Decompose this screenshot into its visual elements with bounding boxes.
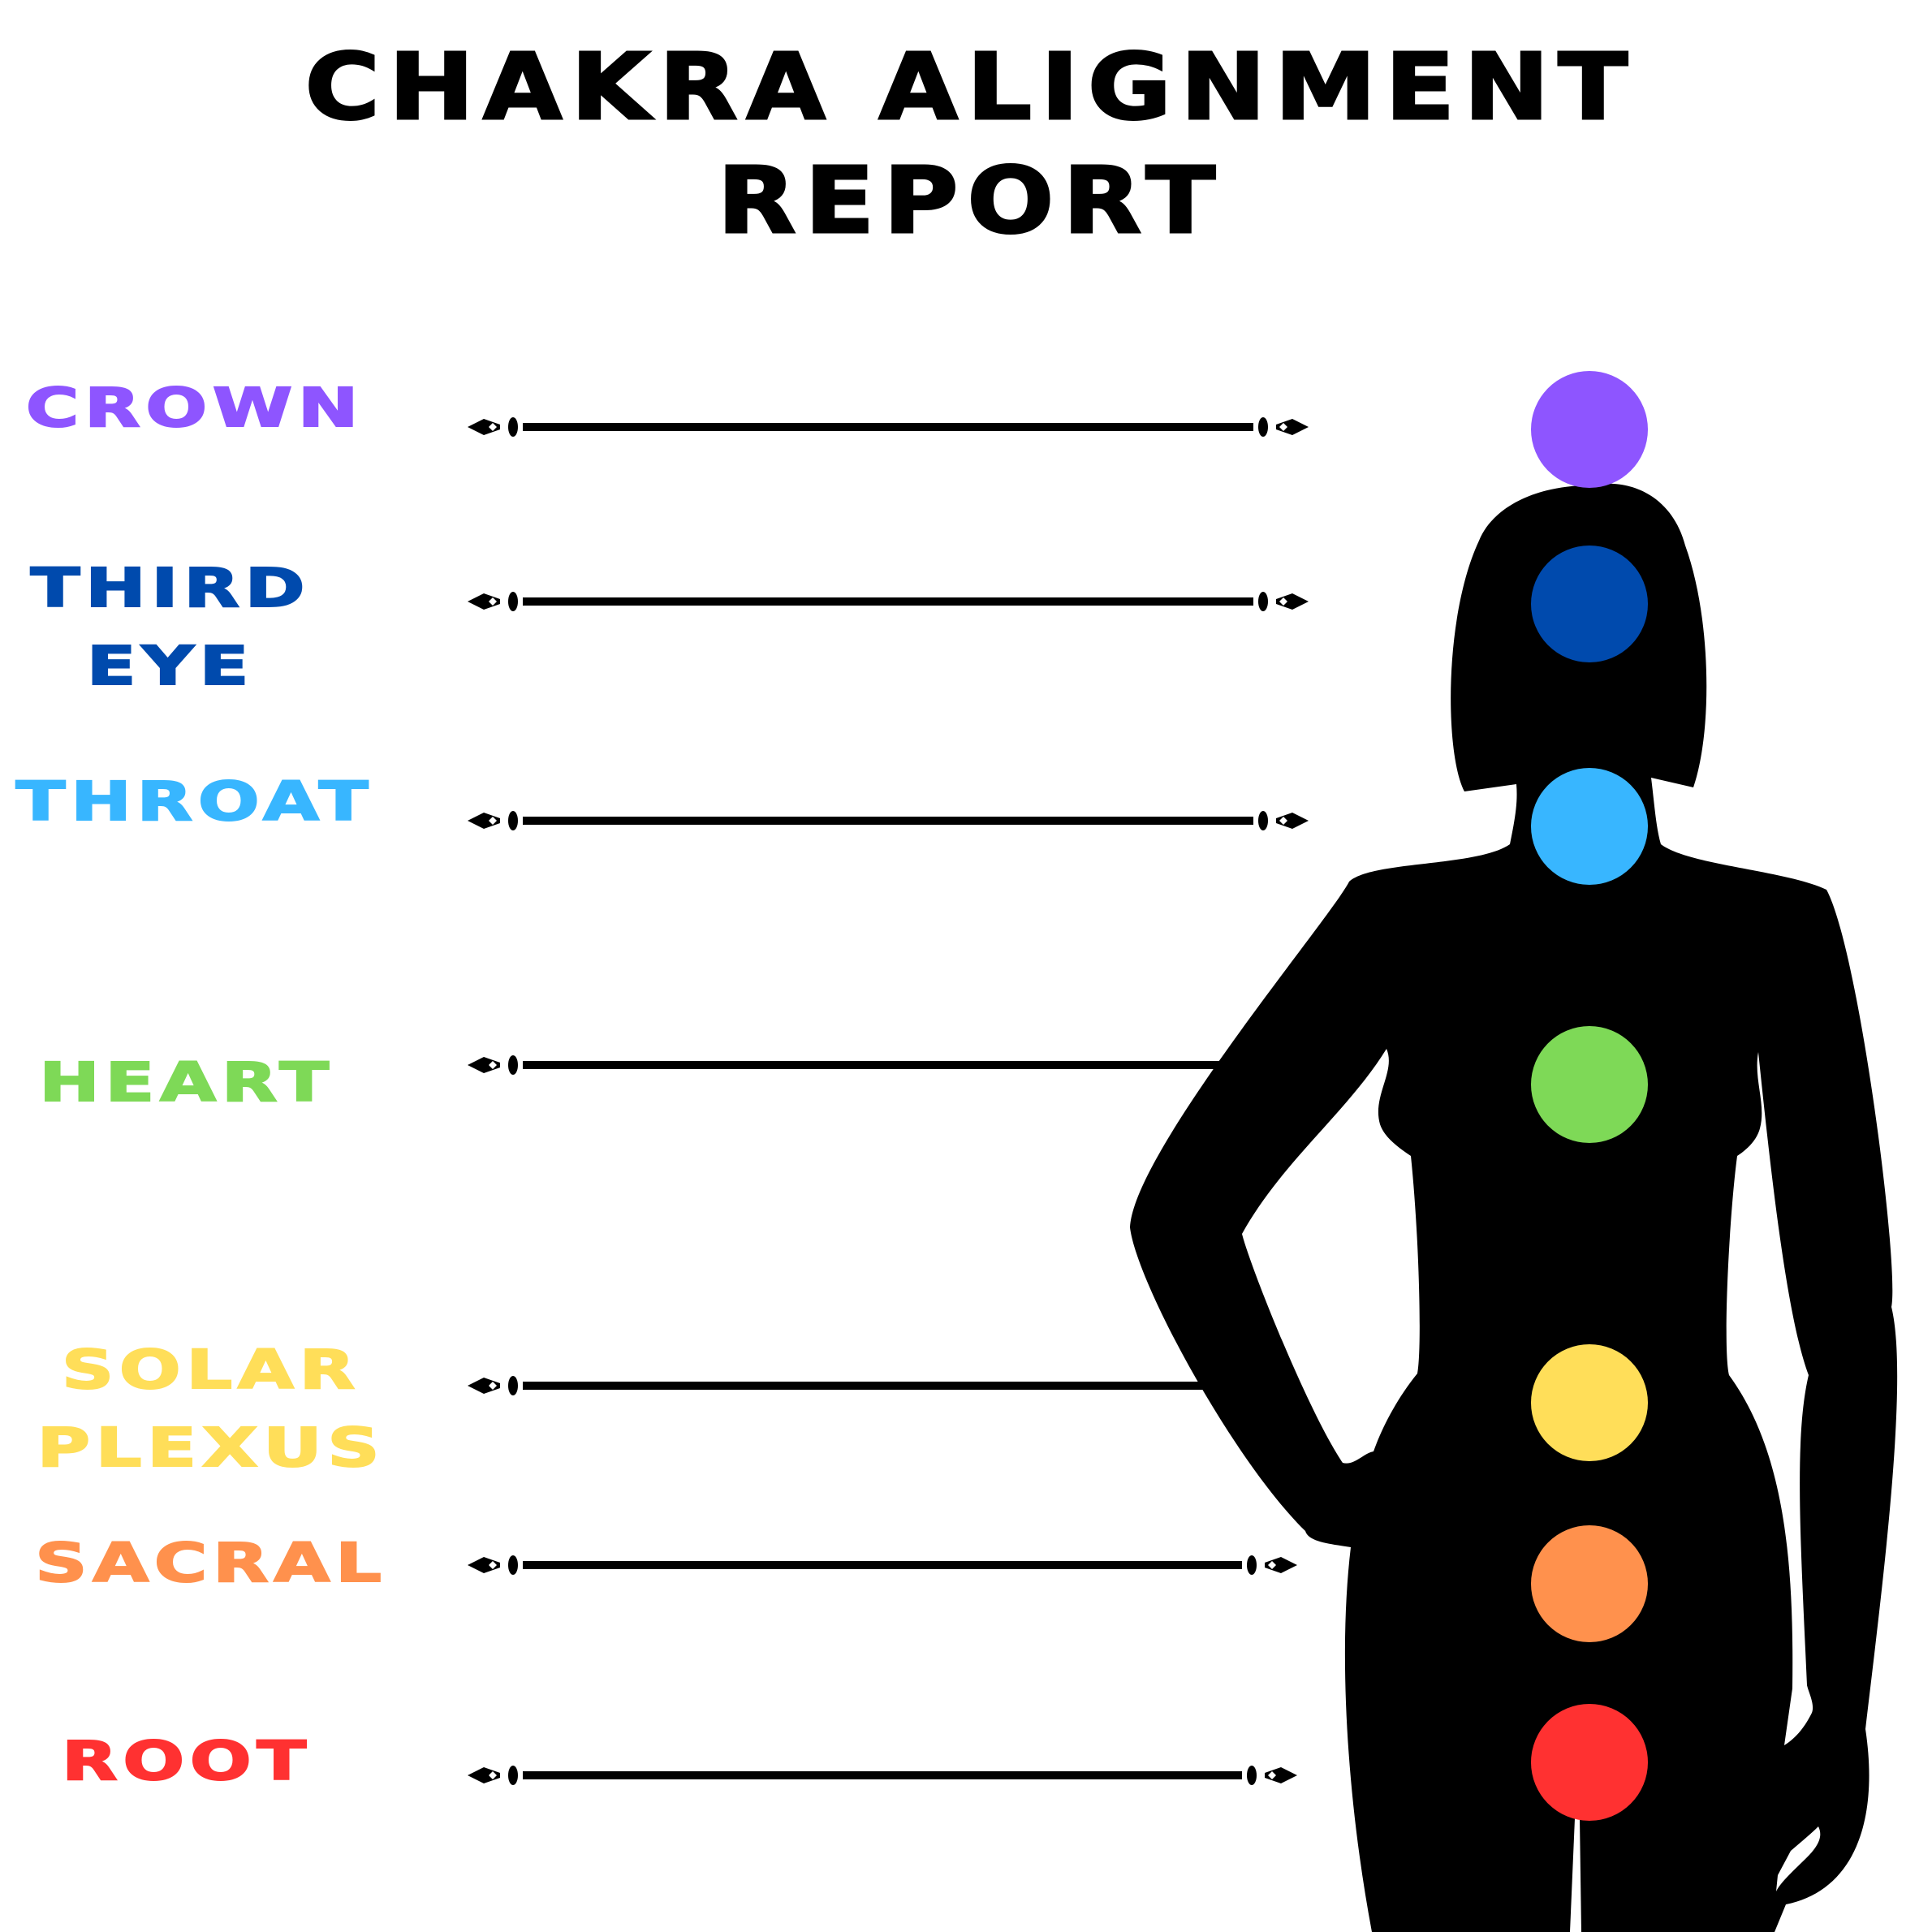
- chakra-label-heart: HEART: [0, 1044, 417, 1122]
- connector-third-eye-right-tip: [1258, 592, 1309, 611]
- chakra-dot-throat: [1531, 768, 1648, 885]
- connector-throat: [468, 811, 1309, 830]
- chakra-label-crown-line1: CROWN: [24, 376, 364, 440]
- connector-third-eye: [468, 592, 1309, 611]
- connector-sacral-right-tip: [1247, 1555, 1297, 1575]
- connector-throat-right-tip: [1258, 811, 1309, 830]
- body-silhouette: [1130, 483, 1898, 1932]
- connector-throat-left-tip: [468, 811, 518, 830]
- chakra-label-solar-plexus-line1: SOLAR: [61, 1338, 361, 1402]
- connector-heart: [468, 1055, 1309, 1075]
- arm-gap-right: [1726, 1052, 1813, 1745]
- connector-crown-line: [523, 423, 1253, 431]
- connector-root-left-tip: [468, 1766, 518, 1785]
- chakra-label-throat: THROAT: [0, 763, 436, 841]
- arm-gap-left: [1242, 1049, 1420, 1464]
- connector-heart-line: [523, 1061, 1253, 1069]
- chakra-dot-third-eye: [1531, 546, 1648, 662]
- leg-gap: [1570, 1818, 1581, 1932]
- connector-root-line: [523, 1771, 1242, 1779]
- connector-solar-plexus-left-tip: [468, 1376, 518, 1395]
- connector-root-right-tip: [1247, 1766, 1297, 1785]
- chakra-label-sacral-line1: SACRAL: [34, 1531, 387, 1595]
- connector-crown: [468, 417, 1309, 437]
- connector-third-eye-left-tip: [468, 592, 518, 611]
- title-line-1: CHAKRA ALIGNMENT: [304, 34, 1637, 142]
- connector-heart-left-tip: [468, 1055, 518, 1075]
- chakra-dot-crown: [1531, 371, 1648, 488]
- chakra-dot-sacral: [1531, 1525, 1648, 1642]
- chakra-label-third-eye: THIRD EYE: [0, 550, 401, 705]
- connector-lines: [468, 417, 1309, 1785]
- chakra-label-third-eye-line2: EYE: [85, 634, 255, 698]
- title-line-2: REPORT: [716, 148, 1225, 256]
- chakra-dot-solar-plexus: [1531, 1344, 1648, 1461]
- connector-solar-plexus-line: [523, 1382, 1253, 1390]
- connector-throat-line: [523, 817, 1253, 825]
- hand-gap-right: [1776, 1826, 1821, 1891]
- chakra-label-sacral: SACRAL: [0, 1524, 452, 1602]
- connector-solar-plexus: [468, 1376, 1309, 1395]
- connector-sacral-line: [523, 1561, 1242, 1569]
- chakra-dot-root: [1531, 1704, 1648, 1821]
- chakra-dot-heart: [1531, 1026, 1648, 1143]
- connector-crown-right-tip: [1258, 417, 1309, 437]
- chakra-label-solar-plexus-line2: PLEXUS: [36, 1416, 386, 1480]
- chakra-label-heart-line1: HEART: [38, 1050, 334, 1115]
- connector-sacral-left-tip: [468, 1555, 518, 1575]
- connector-sacral: [468, 1555, 1297, 1575]
- connector-root: [468, 1766, 1297, 1785]
- chakra-label-root: ROOT: [0, 1723, 417, 1800]
- chakra-label-root-line1: ROOT: [61, 1729, 312, 1793]
- chakra-label-solar-plexus: SOLAR PLEXUS: [0, 1331, 452, 1487]
- page-title: CHAKRA ALIGNMENT REPORT: [0, 31, 1932, 258]
- chakra-dots: [1531, 371, 1648, 1821]
- chakra-label-crown: CROWN: [0, 369, 436, 447]
- chakra-label-throat-line1: THROAT: [15, 770, 374, 834]
- chakra-label-third-eye-line1: THIRD: [29, 556, 311, 620]
- connector-third-eye-line: [523, 597, 1253, 606]
- connector-crown-left-tip: [468, 417, 518, 437]
